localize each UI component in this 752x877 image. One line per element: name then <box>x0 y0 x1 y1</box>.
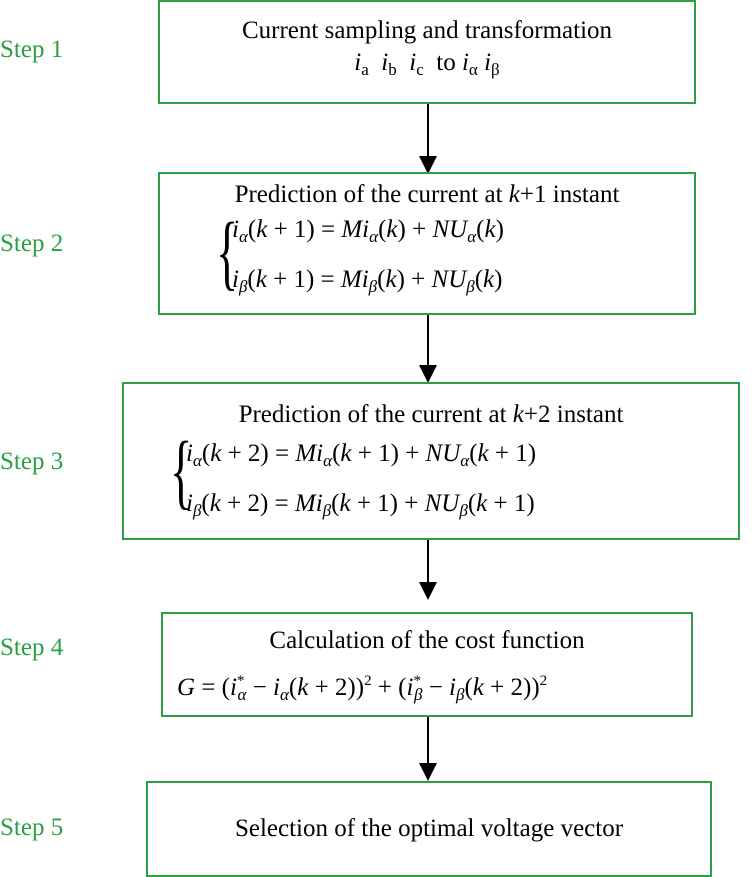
step-3-title: Prediction of the current at k+2 instant <box>238 401 624 428</box>
step-3-box: Prediction of the current at k+2 instant… <box>122 382 740 540</box>
step-2-box: Prediction of the current at k+1 instant… <box>158 172 696 315</box>
step-2-label: Step 2 <box>0 230 64 257</box>
step-1-box: Current sampling and transformation ia i… <box>158 0 696 104</box>
step-4-formula: G = (i*α − iα(k + 2))2 + (i*β − iβ(k + 2… <box>177 673 548 704</box>
step-1-label: Step 1 <box>0 36 64 63</box>
step-3-equation-beta: iβ(k + 2) = Miβ(k + 1) + NUβ(k + 1) <box>186 490 535 520</box>
step-3-label: Step 3 <box>0 448 64 475</box>
step-1-formula: ia ib ic to iα iβ <box>354 49 500 79</box>
step-1-title: Current sampling and transformation <box>241 17 613 44</box>
step-4-label: Step 4 <box>0 634 64 661</box>
step-1-connector: to <box>436 49 456 76</box>
step-2-brace: { <box>216 206 239 299</box>
step-5-label: Step 5 <box>0 814 64 841</box>
step-4-box: Calculation of the cost function G = (i*… <box>161 612 693 717</box>
step-5-title: Selection of the optimal voltage vector <box>234 815 624 842</box>
step-2-title: Prediction of the current at k+1 instant <box>234 181 620 208</box>
step-2-equation-beta: iβ(k + 1) = Miβ(k) + NUβ(k) <box>232 266 503 296</box>
step-3-brace: { <box>170 425 193 518</box>
step-3-equation-alpha: iα(k + 2) = Miα(k + 1) + NUα(k + 1) <box>186 440 537 470</box>
step-5-box: Selection of the optimal voltage vector <box>146 781 712 877</box>
step-4-title: Calculation of the cost function <box>269 627 585 654</box>
step-2-equation-alpha: iα(k + 1) = Miα(k) + NUα(k) <box>232 216 504 246</box>
